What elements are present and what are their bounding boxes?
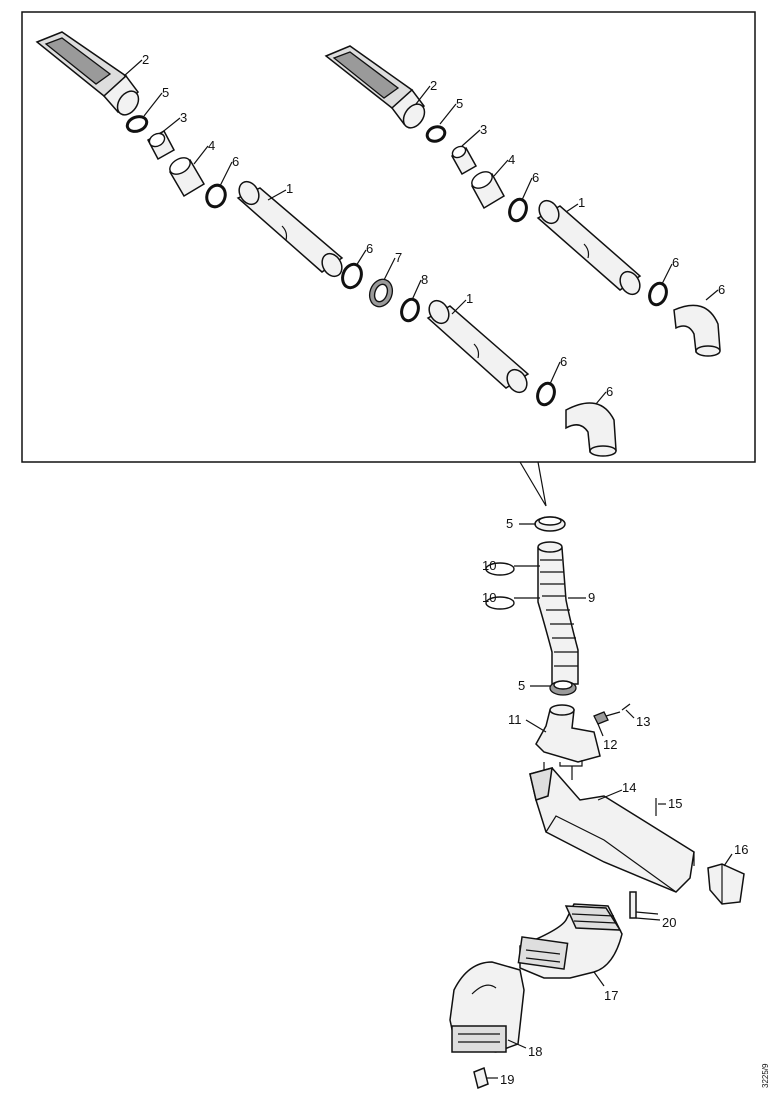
label-18: 18 — [528, 1044, 542, 1059]
label-6: 6 — [606, 384, 613, 399]
label-6: 6 — [532, 170, 539, 185]
part-1-tube-a — [236, 180, 344, 278]
part-1-tube-right — [536, 199, 642, 296]
part-5-top-ring — [534, 516, 566, 532]
main-leader-lines — [486, 523, 733, 1079]
inset-connector — [519, 461, 547, 507]
label-15: 15 — [668, 796, 682, 811]
label-2: 2 — [142, 52, 149, 67]
part-8-clamp — [400, 297, 420, 323]
label-5: 5 — [506, 516, 513, 531]
part-2-nozzle-right — [324, 45, 426, 129]
part-5-lower-ring — [549, 680, 577, 696]
part-9-flex-hose — [537, 541, 579, 685]
label-1: 1 — [286, 181, 293, 196]
part-12-screw — [593, 711, 621, 725]
part-5-clamp-right — [425, 125, 447, 143]
part-17-distributor — [517, 903, 623, 979]
label-11: 11 — [508, 712, 522, 727]
label-6: 6 — [366, 241, 373, 256]
label-10: 10 — [482, 558, 496, 573]
part-6-elbow-a — [565, 402, 617, 457]
label-1: 1 — [578, 195, 585, 210]
label-6: 6 — [718, 282, 725, 297]
part-11-adapter — [535, 704, 601, 767]
part-19-clip — [473, 1066, 489, 1090]
part-1-tube-b — [426, 299, 530, 394]
part-4-sleeve — [168, 157, 206, 198]
label-4: 4 — [508, 152, 515, 167]
label-20: 20 — [662, 915, 676, 930]
label-6: 6 — [232, 154, 239, 169]
drawing-code: 3225/9 — [761, 1063, 770, 1088]
part-6-clamp-right-b — [648, 281, 668, 307]
label-17: 17 — [604, 988, 618, 1003]
part-5-clamp — [125, 115, 149, 133]
part-16-outlet — [707, 863, 745, 905]
inset-frame — [21, 11, 756, 463]
part-13-bolt — [621, 703, 631, 711]
label-5: 5 — [518, 678, 525, 693]
part-6-clamp-c — [536, 381, 556, 407]
left-assembly — [35, 31, 617, 457]
inset-right-labels: 2 5 3 4 6 1 6 6 — [430, 78, 725, 297]
label-5: 5 — [162, 85, 169, 100]
part-4-sleeve-right — [470, 171, 506, 210]
label-8: 8 — [421, 272, 428, 287]
part-20-clip — [629, 891, 659, 919]
part-14-duct — [529, 766, 695, 893]
label-5: 5 — [456, 96, 463, 111]
part-3-coupling — [146, 129, 176, 161]
label-16: 16 — [734, 842, 748, 857]
part-10-ring-a — [485, 562, 515, 576]
label-9: 9 — [588, 590, 595, 605]
label-13: 13 — [636, 714, 650, 729]
part-7-coupling — [368, 278, 394, 308]
label-6: 6 — [672, 255, 679, 270]
part-6-clamp-right-a — [508, 197, 528, 223]
part-6-clamp-b — [341, 262, 363, 290]
label-14: 14 — [622, 780, 636, 795]
part-10-ring-b — [485, 596, 515, 610]
label-1: 1 — [466, 291, 473, 306]
label-4: 4 — [208, 138, 215, 153]
part-3-coupling-right — [450, 145, 478, 176]
label-19: 19 — [500, 1072, 514, 1087]
label-10: 10 — [482, 590, 496, 605]
label-7: 7 — [395, 250, 402, 265]
part-2-nozzle — [35, 31, 140, 116]
label-6: 6 — [560, 354, 567, 369]
label-12: 12 — [603, 737, 617, 752]
part-18-vent-housing — [449, 961, 525, 1053]
inset-left-labels: 2 5 3 4 6 1 6 7 8 1 6 6 — [142, 52, 613, 399]
label-2: 2 — [430, 78, 437, 93]
main-labels: 5 10 10 9 5 11 12 13 14 15 16 20 17 18 1… — [482, 516, 748, 1087]
part-6-elbow-right — [673, 304, 721, 357]
label-3: 3 — [180, 110, 187, 125]
right-assembly — [324, 45, 721, 357]
part-6-clamp-a — [205, 183, 227, 209]
inset-leader-lines — [123, 59, 719, 405]
label-3: 3 — [480, 122, 487, 137]
main-assembly — [449, 516, 745, 1090]
